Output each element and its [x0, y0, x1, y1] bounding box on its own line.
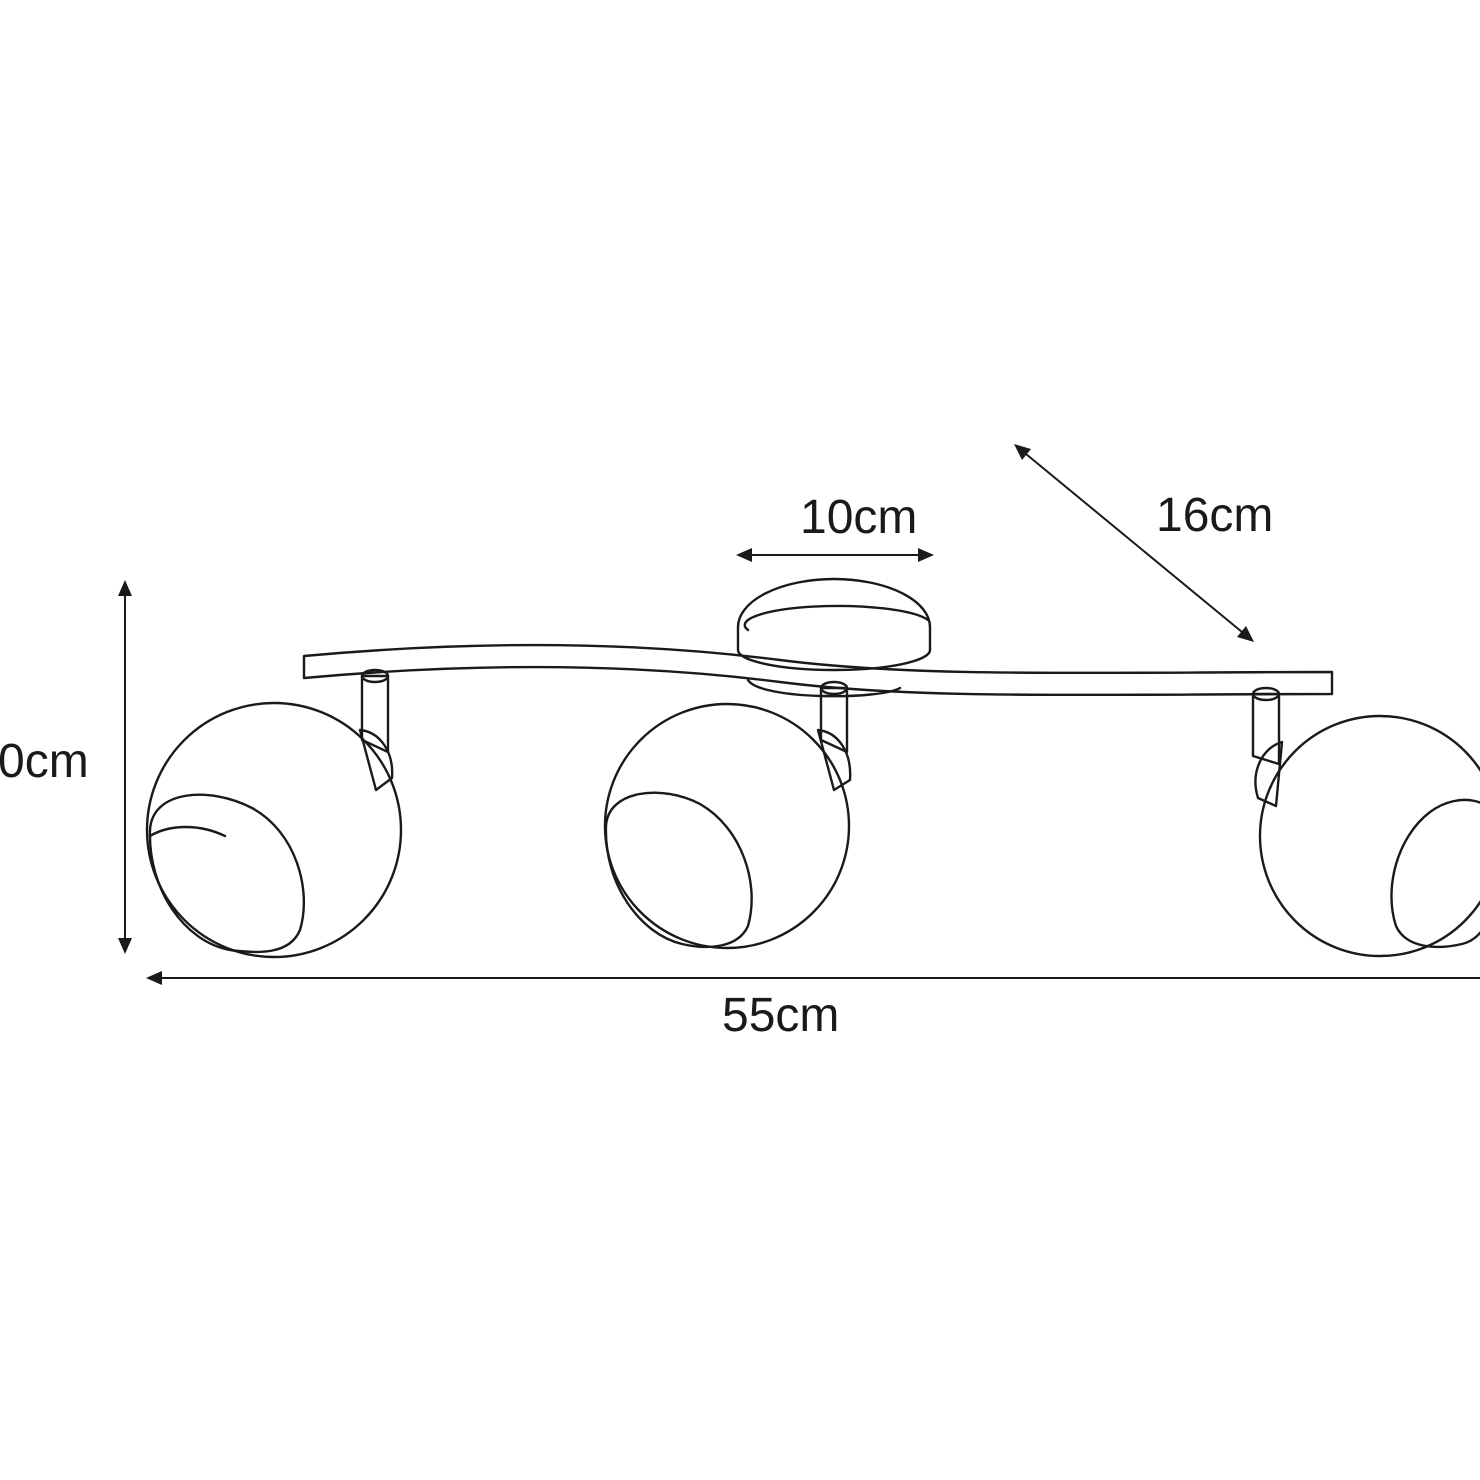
- spotlight-left: [145, 668, 403, 959]
- total-width-label: 55cm: [722, 989, 840, 1042]
- canopy-width-label: 10cm: [800, 491, 918, 544]
- ceiling-canopy: [736, 577, 932, 698]
- height-arrow-bottom: [118, 938, 132, 954]
- spotlight-center: [603, 680, 852, 950]
- mounting-bar: [302, 643, 1334, 697]
- depth-label: 16cm: [1156, 489, 1274, 542]
- height-label: 0cm: [0, 735, 89, 788]
- canopy-dimension-line: [736, 548, 934, 562]
- depth-arrow-bottom: [1237, 626, 1254, 642]
- width-dimension-line: [146, 971, 1480, 985]
- depth-arrow-top: [1014, 444, 1031, 460]
- width-arrow-left: [146, 971, 162, 985]
- depth-dimension-line: [1014, 444, 1254, 642]
- canopy-arrow-right: [918, 548, 934, 562]
- spotlight-right: [1251, 686, 1480, 958]
- height-dimension-line: [118, 580, 132, 954]
- height-arrow-top: [118, 580, 132, 596]
- canopy-arrow-left: [736, 548, 752, 562]
